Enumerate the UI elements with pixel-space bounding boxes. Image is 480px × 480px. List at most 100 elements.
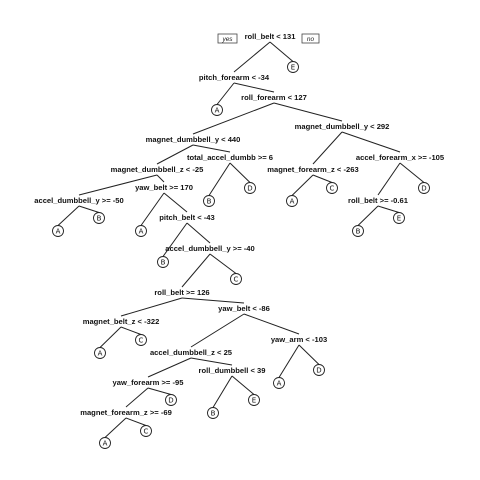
tree-edge (231, 375, 255, 395)
leaf-class-label: A (103, 440, 108, 448)
leaf-circle (165, 394, 177, 406)
leaf-circle (94, 347, 106, 359)
tree-edge (125, 417, 147, 426)
yes-no-legend: yes no (217, 33, 320, 44)
leaf-node: E (393, 212, 405, 224)
leaf-class-label: B (207, 198, 212, 206)
leaf-circle (326, 182, 338, 194)
split-node-label: magnet_belt_z < -322 (83, 317, 160, 326)
no-label-box (301, 33, 320, 44)
leaf-node: C (230, 273, 242, 285)
leaf-node: A (94, 347, 106, 359)
leaf-circle (286, 195, 298, 207)
leaf-class-label: E (397, 215, 401, 223)
split-node-label: magnet_dumbbell_y < 440 (146, 135, 241, 144)
leaf-class-label: D (168, 397, 173, 405)
tree-edge (78, 174, 158, 196)
tree-edge (278, 344, 300, 378)
leaf-class-label: A (139, 228, 144, 236)
tree-edge (233, 41, 271, 73)
leaf-node: E (287, 61, 299, 73)
tree-edge (243, 313, 300, 335)
leaf-class-label: A (56, 228, 61, 236)
leaf-node: A (135, 225, 147, 237)
tree-edges (57, 41, 425, 438)
tree-edge (147, 357, 192, 378)
tree-edge (104, 417, 127, 438)
tree-edge (229, 162, 251, 183)
split-node-label: accel_forearm_x >= -105 (356, 153, 445, 162)
leaf-circle (99, 437, 111, 449)
leaf-node: C (140, 425, 152, 437)
leaf-node: D (244, 182, 256, 194)
leaf-class-label: D (247, 185, 252, 193)
leaf-circle (418, 182, 430, 194)
leaf-class-label: A (98, 350, 103, 358)
split-node-label: accel_dumbbell_y >= -40 (165, 244, 255, 253)
split-node-label: magnet_forearm_z >= -69 (80, 408, 172, 417)
leaf-node: C (135, 334, 147, 346)
split-node-label: roll_belt >= 126 (154, 288, 209, 297)
leaf-node: B (157, 256, 169, 268)
leaf-node: A (273, 377, 285, 389)
tree-edge (140, 192, 165, 226)
tree-edge (190, 357, 233, 366)
tree-edge (120, 326, 142, 335)
leaf-node: B (93, 212, 105, 224)
tree-edge (377, 162, 401, 196)
split-node-label: magnet_forearm_z < -263 (267, 165, 358, 174)
split-node-label: magnet_dumbbell_z < -25 (111, 165, 204, 174)
leaf-node: D (165, 394, 177, 406)
leaf-class-label: C (139, 337, 144, 345)
leaf-node: A (286, 195, 298, 207)
tree-edge (163, 192, 188, 213)
split-node-label: accel_dumbbell_y >= -50 (34, 196, 124, 205)
leaf-circle (352, 225, 364, 237)
tree-edge (357, 205, 379, 226)
leaf-circle (287, 61, 299, 73)
split-node-label: pitch_forearm < -34 (199, 73, 270, 82)
leaf-circle (393, 212, 405, 224)
leaf-class-label: A (277, 380, 282, 388)
leaf-node: A (211, 104, 223, 116)
leaf-node: E (248, 394, 260, 406)
leaf-node: D (418, 182, 430, 194)
tree-edge (125, 387, 149, 408)
tree-edge (162, 222, 188, 257)
tree-edge (273, 102, 343, 122)
leaf-class-label: B (356, 228, 361, 236)
leaf-circle (140, 425, 152, 437)
tree-edge (312, 131, 343, 165)
yes-label-box (217, 33, 238, 44)
tree-edge (78, 205, 100, 213)
leaf-class-label: B (97, 215, 102, 223)
leaf-class-label: E (252, 397, 256, 405)
leaf-circle (248, 394, 260, 406)
tree-edge (312, 174, 333, 183)
split-node-label: roll_dumbbell < 39 (199, 366, 266, 375)
leaf-class-label: A (290, 198, 295, 206)
leaf-class-label: C (234, 276, 239, 284)
tree-edge (156, 174, 165, 183)
leaf-class-label: B (211, 410, 216, 418)
tree-edge (212, 375, 233, 408)
leaf-circle (230, 273, 242, 285)
tree-edge (192, 144, 231, 153)
split-node-label: roll_forearm < 127 (241, 93, 307, 102)
leaf-node: B (203, 195, 215, 207)
tree-edge (120, 297, 183, 317)
tree-edge (186, 222, 211, 244)
leaf-circle (207, 407, 219, 419)
leaf-node: B (352, 225, 364, 237)
leaf-class-label: A (215, 107, 220, 115)
tree-edge (291, 174, 314, 196)
split-node-label: yaw_belt < -86 (218, 304, 270, 313)
split-node-label: yaw_arm < -103 (271, 335, 327, 344)
leaf-circle (157, 256, 169, 268)
tree-edge (57, 205, 80, 226)
leaf-circle (313, 364, 325, 376)
